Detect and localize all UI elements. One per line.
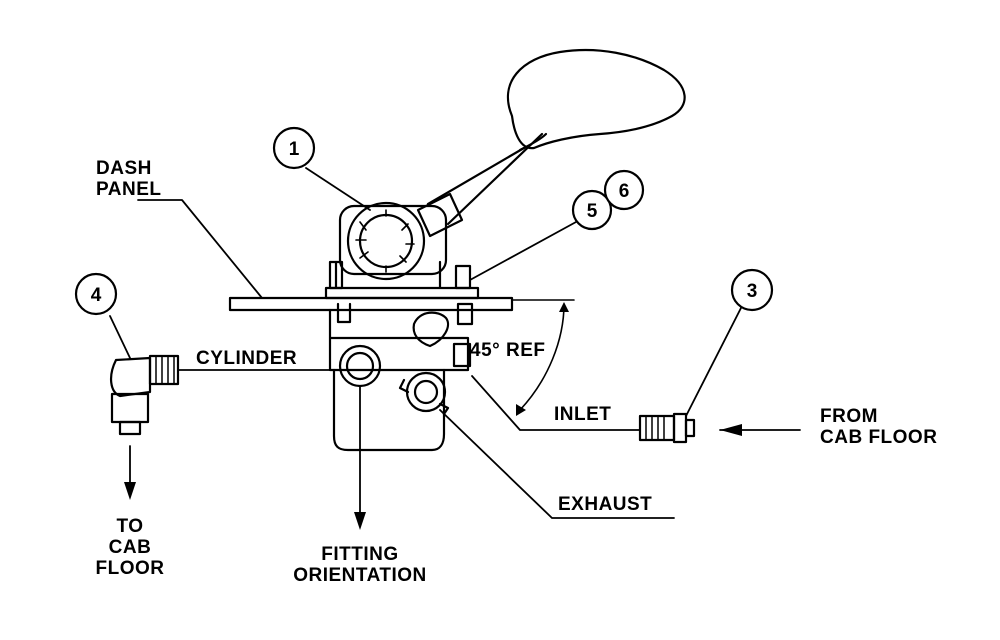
label-dash-panel-line1: DASH: [96, 158, 152, 179]
inlet-thread-lines: [645, 415, 665, 441]
callout-circle-4: [74, 272, 118, 316]
cylinder-port-inner: [345, 351, 375, 381]
bolt-right-lower: [456, 302, 474, 326]
callout-number-4: 4: [91, 285, 102, 306]
bolt-left: [328, 260, 344, 290]
leader-exhaust: [439, 409, 675, 519]
valve-side-boss: [452, 342, 472, 368]
arrowhead-fitting-orientation: [354, 512, 366, 530]
label-inlet: INLET: [554, 404, 612, 425]
handle-neck: [518, 132, 548, 152]
leader-callout-3: [685, 305, 743, 417]
leader-callout-1: [305, 167, 371, 211]
arrowhead-angle-bottom: [516, 404, 526, 416]
label-to-cab-floor-line2: CAB: [108, 537, 152, 558]
label-fitting-orientation: FITTING ORIENTATION: [280, 544, 440, 586]
valve-cam: [412, 311, 450, 348]
label-angle-ref: 45° REF: [470, 340, 546, 361]
label-to-cab-floor-line1: TO: [116, 516, 144, 537]
label-to-cab-floor: TO CAB FLOOR: [90, 516, 170, 579]
label-from-cab-floor: FROM CAB FLOOR: [820, 406, 937, 448]
inlet-fitting-nut: [672, 412, 688, 444]
leader-callout-4: [109, 315, 131, 359]
label-dash-panel-line2: PANEL: [96, 179, 162, 200]
label-dash-panel: DASH PANEL: [96, 158, 161, 200]
leader-inlet: [471, 375, 641, 431]
label-fitting-orientation-line1: FITTING: [321, 544, 399, 565]
callout-number-3: 3: [747, 281, 758, 302]
arrowhead-to-cab-floor: [124, 482, 136, 500]
handle-shaft: [426, 132, 544, 226]
inlet-fitting-tip: [684, 418, 696, 438]
bolt-right: [454, 264, 472, 290]
exhaust-port-outer: [405, 371, 447, 413]
inlet-fitting-threads: [638, 414, 676, 442]
elbow-thread-lines: [155, 355, 175, 385]
handle-collar: [416, 192, 464, 238]
arrowhead-angle-top: [559, 302, 569, 312]
label-fitting-orientation-line2: ORIENTATION: [293, 565, 427, 586]
handle-knob: [506, 48, 686, 150]
valve-body-lower: [332, 368, 446, 452]
callout-circle-6: [603, 169, 645, 211]
arrowhead-from-cab-floor: [720, 424, 742, 436]
elbow-outlet: [118, 420, 142, 436]
callout-number-6: 6: [619, 181, 630, 202]
callout-number-1: 1: [289, 139, 300, 160]
callout-circle-3: [730, 268, 774, 312]
angle-arc: [519, 303, 565, 411]
label-exhaust: EXHAUST: [558, 494, 653, 515]
exhaust-port-tabs: [398, 378, 450, 416]
callout-circle-1: [272, 126, 316, 170]
valve-head-housing: [338, 204, 448, 276]
valve-head-outer-ring: [346, 201, 426, 281]
label-from-cab-floor-line1: FROM: [820, 406, 878, 427]
leader-callout-5: [469, 221, 577, 281]
callout-number-5: 5: [587, 201, 598, 222]
label-to-cab-floor-line3: FLOOR: [95, 558, 165, 579]
exhaust-port-inner: [413, 379, 439, 405]
leader-dash-panel: [137, 199, 263, 299]
label-from-cab-floor-line2: CAB FLOOR: [820, 427, 938, 448]
bolt-nut-left: [336, 302, 352, 324]
elbow-nut: [110, 392, 150, 424]
dash-panel-plate: [228, 296, 514, 312]
valve-body-upper: [328, 308, 470, 372]
callout-circle-5: [571, 189, 613, 231]
valve-head-hatching: [355, 209, 415, 273]
label-cylinder: CYLINDER: [196, 348, 298, 369]
elbow-fitting: [110, 356, 152, 398]
